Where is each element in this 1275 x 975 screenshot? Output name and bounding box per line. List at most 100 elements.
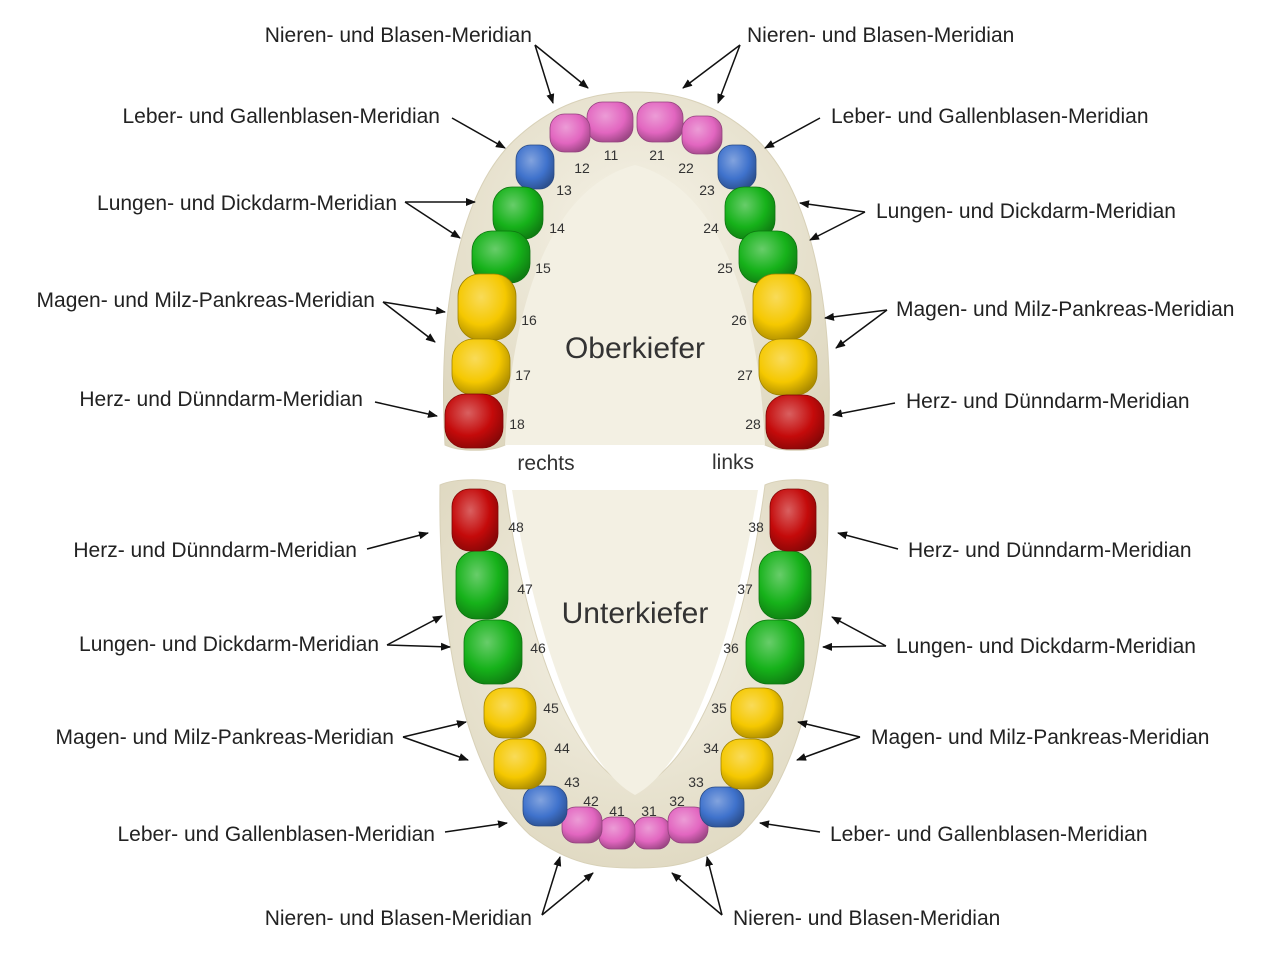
label-magen-lower-left: Magen- und Milz-Pankreas-Meridian <box>56 726 394 749</box>
pointer-arrow <box>835 309 888 349</box>
labels-upper-right: Nieren- und Blasen-Meridian Leber- und G… <box>747 24 1234 413</box>
tooth-number-21: 21 <box>649 147 665 163</box>
tongue-area <box>512 490 758 795</box>
side-label-right: rechts <box>517 452 574 475</box>
pointer-arrow <box>824 309 888 321</box>
tooth-number-26: 26 <box>731 312 747 328</box>
pointer-arrow <box>386 642 451 651</box>
tooth-46 <box>463 619 523 685</box>
pointer-arrow <box>402 736 469 761</box>
tooth-number-12: 12 <box>574 160 590 176</box>
label-magen-upper-left: Magen- und Milz-Pankreas-Meridian <box>37 289 375 312</box>
pointer-arrow <box>831 616 887 647</box>
tooth-44 <box>493 738 547 790</box>
tooth-number-13: 13 <box>556 182 572 198</box>
label-leber-lower-right: Leber- und Gallenblasen-Meridian <box>830 823 1148 846</box>
label-magen-upper-right: Magen- und Milz-Pankreas-Meridian <box>896 298 1234 321</box>
label-niere-upper-right: Nieren- und Blasen-Meridian <box>747 24 1014 47</box>
pointer-arrow <box>717 44 741 104</box>
pointer-arrow <box>541 872 594 916</box>
pointer-arrow <box>796 736 861 761</box>
pointer-arrow <box>404 201 461 239</box>
pointer-arrow <box>822 642 887 651</box>
label-herz-lower-right: Herz- und Dünndarm-Meridian <box>908 539 1192 562</box>
tooth-13 <box>515 144 555 190</box>
tooth-48 <box>451 488 499 552</box>
tooth-42 <box>561 806 603 844</box>
pointer-arrow <box>534 44 589 89</box>
tooth-number-25: 25 <box>717 260 733 276</box>
label-niere-lower-left: Nieren- und Blasen-Meridian <box>265 907 532 930</box>
tooth-number-33: 33 <box>688 774 704 790</box>
tooth-number-37: 37 <box>737 581 753 597</box>
label-leber-upper-left: Leber- und Gallenblasen-Meridian <box>122 105 440 128</box>
pointer-arrow <box>832 402 896 418</box>
label-herz-lower-left: Herz- und Dünndarm-Meridian <box>73 539 357 562</box>
tooth-41 <box>598 816 636 850</box>
tooth-28 <box>765 394 825 450</box>
tooth-number-15: 15 <box>535 260 551 276</box>
pointer-arrow <box>797 720 861 738</box>
tooth-number-46: 46 <box>530 640 546 656</box>
tooth-33 <box>699 786 745 828</box>
tooth-number-41: 41 <box>609 803 625 819</box>
label-niere-lower-right: Nieren- und Blasen-Meridian <box>733 907 1000 930</box>
tooth-number-48: 48 <box>508 519 524 535</box>
tooth-21 <box>636 101 684 143</box>
tooth-number-22: 22 <box>678 160 694 176</box>
tooth-number-27: 27 <box>737 367 753 383</box>
pointer-arrow <box>809 211 866 241</box>
tooth-number-23: 23 <box>699 182 715 198</box>
pointer-arrow <box>382 301 446 315</box>
tooth-number-36: 36 <box>723 640 739 656</box>
tooth-37 <box>758 550 812 620</box>
palate <box>505 165 765 445</box>
tooth-23 <box>717 144 757 190</box>
tooth-38 <box>769 488 817 552</box>
pointer-arrow <box>382 301 436 343</box>
tooth-43 <box>522 785 568 827</box>
label-lunge-upper-right: Lungen- und Dickdarm-Meridian <box>876 200 1176 223</box>
tooth-16 <box>457 273 517 341</box>
tooth-number-16: 16 <box>521 312 537 328</box>
label-magen-lower-right: Magen- und Milz-Pankreas-Meridian <box>871 726 1209 749</box>
tooth-12 <box>549 113 591 153</box>
pointer-arrow <box>366 531 429 550</box>
tooth-number-24: 24 <box>703 220 719 236</box>
tooth-number-34: 34 <box>703 740 719 756</box>
lower-jaw-title: Unterkiefer <box>562 597 709 630</box>
tooth-45 <box>483 687 537 739</box>
pointer-arrow <box>799 200 866 213</box>
tooth-27 <box>758 338 818 396</box>
pointer-arrow <box>759 820 821 833</box>
labels-lower-right: Herz- und Dünndarm-Meridian Lungen- und … <box>733 539 1209 930</box>
tooth-number-43: 43 <box>564 774 580 790</box>
label-niere-upper-left: Nieren- und Blasen-Meridian <box>265 24 532 47</box>
tooth-34 <box>720 738 774 790</box>
pointer-arrow <box>541 856 562 916</box>
tooth-number-32: 32 <box>669 793 685 809</box>
tooth-number-44: 44 <box>554 740 570 756</box>
tooth-36 <box>745 619 805 685</box>
pointer-arrow <box>705 856 723 916</box>
tooth-31 <box>633 816 671 850</box>
tooth-number-42: 42 <box>583 793 599 809</box>
pointer-arrow <box>837 531 899 550</box>
tooth-47 <box>455 550 509 620</box>
tooth-number-17: 17 <box>515 367 531 383</box>
tooth-number-47: 47 <box>517 581 533 597</box>
pointer-arrow <box>374 401 438 418</box>
upper-jaw-title: Oberkiefer <box>565 332 705 365</box>
pointer-arrow <box>451 117 506 149</box>
tooth-11 <box>586 101 634 143</box>
tooth-35 <box>730 687 784 739</box>
label-herz-upper-right: Herz- und Dünndarm-Meridian <box>906 390 1190 413</box>
tooth-number-11: 11 <box>604 147 619 163</box>
label-leber-upper-right: Leber- und Gallenblasen-Meridian <box>831 105 1149 128</box>
labels-upper-left: Nieren- und Blasen-Meridian Leber- und G… <box>37 24 532 411</box>
pointer-arrow <box>682 44 741 89</box>
tooth-26 <box>752 273 812 341</box>
tooth-number-31: 31 <box>641 803 657 819</box>
label-leber-lower-left: Leber- und Gallenblasen-Meridian <box>117 823 435 846</box>
